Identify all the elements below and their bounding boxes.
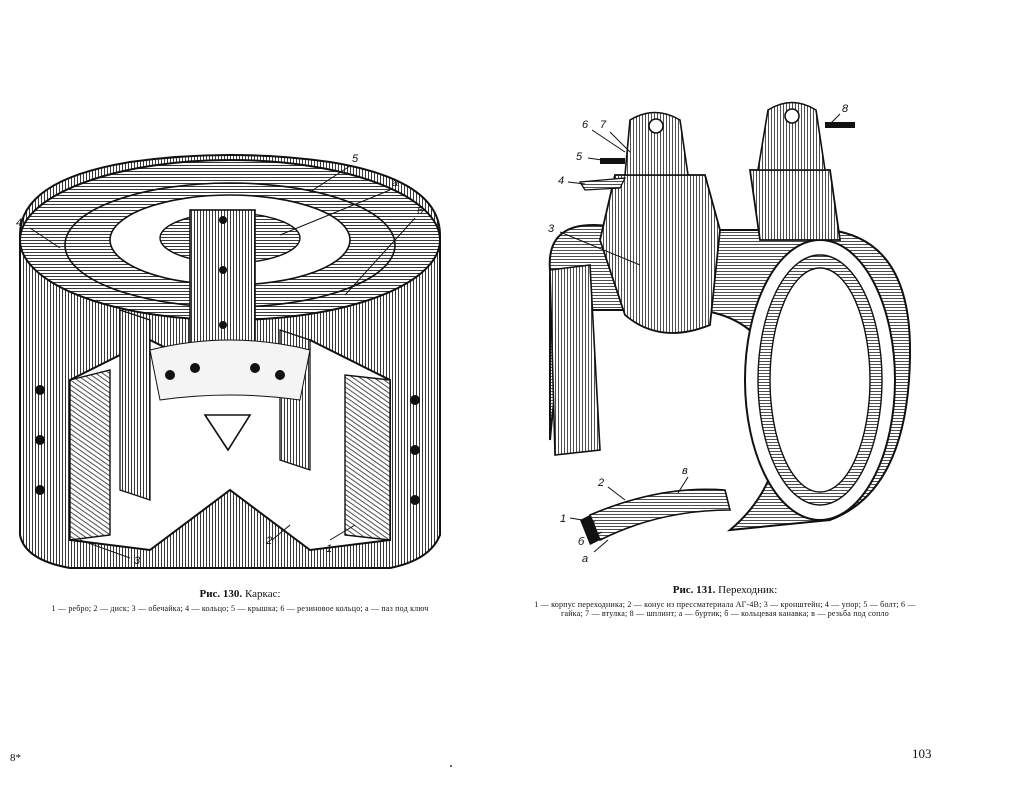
label-4: 4 (16, 217, 22, 229)
label-b: б (578, 536, 585, 548)
label-5: 5 (576, 151, 583, 163)
label-5: 5 (352, 153, 359, 165)
frame-illustration: 5 а 6 4 1 2 3 (16, 153, 441, 569)
label-6: 6 (417, 205, 424, 217)
page-number: 103 (912, 746, 932, 761)
adapter-illustration: 6 7 5 4 3 8 1 2 в б а (548, 101, 912, 565)
caption-title: Каркас: (244, 588, 281, 600)
caption-title: Переходник: (718, 584, 778, 596)
caption-legend: 1 — корпус переходника; 2 — конус из пре… (534, 599, 916, 618)
label-2: 2 (265, 535, 272, 547)
label-6: 6 (582, 119, 589, 131)
caption-legend: 1 — ребро; 2 — диск; 3 — обечайка; 4 — к… (51, 603, 429, 613)
stray-dot (450, 765, 452, 767)
label-1: 1 (560, 513, 566, 525)
caption-number: Рис. 131. (672, 584, 716, 596)
label-v: в (682, 465, 688, 477)
figure-caption-left: Рис. 130. Каркас: 1 — ребро; 2 — диск; 3… (30, 588, 450, 613)
caption-number: Рис. 130. (199, 588, 243, 600)
label-3: 3 (134, 555, 141, 567)
label-8: 8 (842, 103, 849, 115)
label-a: а (392, 177, 398, 189)
signature-mark: 8* (10, 752, 21, 764)
label-a: а (582, 553, 588, 565)
label-2: 2 (597, 477, 604, 489)
figure-caption-right: Рис. 131. Переходник: 1 — корпус переход… (530, 584, 920, 618)
label-3: 3 (548, 223, 555, 235)
label-1: 1 (326, 543, 332, 555)
label-7: 7 (600, 119, 607, 131)
label-4: 4 (558, 175, 564, 187)
